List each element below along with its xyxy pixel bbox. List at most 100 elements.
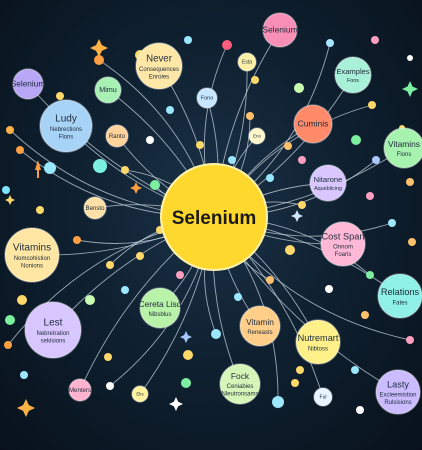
decorative-dot <box>20 371 28 379</box>
topic-node: Mimu <box>94 76 122 104</box>
topic-node-label: Enroles <box>149 74 169 80</box>
topic-node-circle <box>248 127 266 145</box>
sparkle-icon <box>5 195 15 205</box>
topic-node: Eks <box>131 385 149 403</box>
sparkle-icon <box>291 210 303 222</box>
topic-node-label: Nutremart <box>298 333 339 343</box>
decorative-dot <box>85 295 95 305</box>
decorative-dot <box>251 76 259 84</box>
decorative-dot <box>196 141 204 149</box>
decorative-dot <box>93 159 107 173</box>
topic-node-label: Aqueblicing <box>314 186 342 192</box>
sparkle-icon <box>17 399 35 417</box>
topic-node: Esta <box>237 52 257 72</box>
decorative-dot <box>146 136 154 144</box>
decorative-dot <box>284 142 292 150</box>
sparkle-icon <box>402 81 418 97</box>
decorative-dot <box>356 406 364 414</box>
topic-node-label: Nonions <box>21 264 43 270</box>
decorative-dot <box>326 39 334 47</box>
decorative-dot <box>106 261 114 269</box>
topic-node: Fono <box>196 87 218 109</box>
decorative-dot <box>56 92 64 100</box>
topic-nodes: SeleniumNeverConsequencesEnrolesSelenium… <box>4 12 422 415</box>
topic-node-circle <box>12 68 44 100</box>
rocket-icon <box>35 160 41 178</box>
decorative-dot <box>294 83 304 93</box>
topic-node-circle <box>239 305 281 347</box>
decorative-dot <box>298 201 306 209</box>
decorative-sparkles <box>5 39 418 417</box>
topic-node-label: Nebrections <box>50 127 82 133</box>
topic-node-label: Never <box>146 53 173 64</box>
decorative-dot <box>184 36 192 44</box>
topic-node-label: Cereta Lisd <box>139 299 182 309</box>
decorative-dots <box>2 36 416 414</box>
decorative-dot <box>361 311 369 319</box>
topic-node: Selenium <box>262 12 298 48</box>
decorative-dot <box>388 219 396 227</box>
topic-node-circle <box>377 273 422 319</box>
decorative-dot <box>16 146 24 154</box>
topic-node-label: Nleutronsams <box>221 392 258 398</box>
decorative-dot <box>351 366 359 374</box>
decorative-dot <box>17 295 27 305</box>
decorative-dot <box>351 135 361 145</box>
decorative-dot <box>4 341 12 349</box>
decorative-dot <box>2 186 10 194</box>
decorative-dot <box>150 180 160 190</box>
topic-node-circle <box>135 42 183 90</box>
topic-node-label: Fates <box>392 300 407 306</box>
topic-node-label: Cost Span <box>322 231 365 241</box>
decorative-dot <box>183 350 193 360</box>
topic-node-label: Lasty <box>387 379 409 389</box>
topic-node: Selenium <box>11 68 46 100</box>
topic-node-label: Relations <box>381 287 420 297</box>
topic-node-label: Nitarone <box>314 175 343 184</box>
topic-node-circle <box>105 124 129 148</box>
topic-node-label: Fock <box>231 371 250 381</box>
decorative-dot <box>296 366 304 374</box>
decorative-dot <box>266 174 274 182</box>
topic-node-circle <box>262 12 298 48</box>
topic-node-label: Lest <box>44 318 63 329</box>
topic-node: Cuminis <box>293 104 333 144</box>
topic-node-label: Vitamins <box>388 139 420 149</box>
decorative-dot <box>94 55 104 65</box>
topic-node-label: Nebretration <box>36 331 69 337</box>
topic-node-label: Vitamin <box>246 317 274 327</box>
decorative-dot <box>121 286 129 294</box>
topic-node-label: Selenium <box>11 79 46 89</box>
topic-node-circle <box>24 301 82 359</box>
topic-node-circle <box>383 127 422 169</box>
topic-node: Bensto <box>83 196 107 220</box>
decorative-dot <box>325 285 333 293</box>
decorative-dot <box>406 336 414 344</box>
decorative-dot <box>222 40 232 50</box>
topic-node-label: Nibsblus <box>148 312 171 318</box>
decorative-dot <box>181 378 191 388</box>
topic-node-label: Rulsisions <box>384 400 411 406</box>
topic-node-circle <box>131 385 149 403</box>
decorative-dot <box>406 178 414 186</box>
decorative-dot <box>6 126 14 134</box>
decorative-dot <box>368 101 376 109</box>
topic-node-circle <box>219 363 261 405</box>
topic-node-circle <box>293 104 333 144</box>
topic-node-label: Reneasts <box>247 330 272 336</box>
topic-node-label: Flons <box>397 152 412 158</box>
topic-node-label: Consequences <box>139 67 179 73</box>
topic-node: Menters <box>68 378 92 402</box>
decorative-dot <box>228 156 236 164</box>
center-node: Selenium <box>160 163 268 271</box>
topic-node: Eno <box>248 127 266 145</box>
